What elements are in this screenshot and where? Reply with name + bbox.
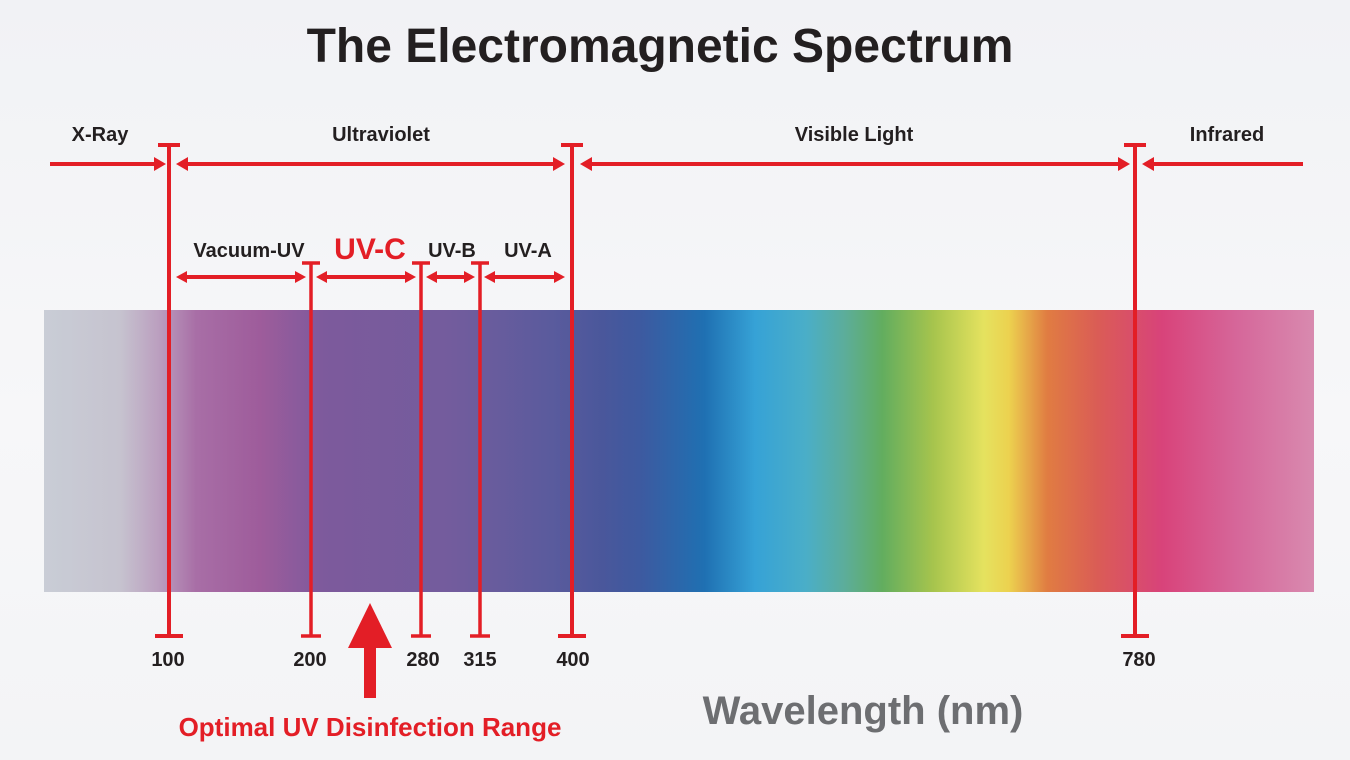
- uv-arrowhead-left: [176, 157, 188, 171]
- uva-arrowhead-left: [484, 271, 495, 283]
- tick-label: 400: [556, 649, 589, 671]
- band-label-visible-light: Visible Light: [795, 124, 914, 146]
- uv-arrowhead-right: [553, 157, 565, 171]
- tick-label: 200: [293, 649, 326, 671]
- uvc-arrowhead-right: [405, 271, 416, 283]
- infrared-arrowhead: [1142, 157, 1154, 171]
- band-arrows: [50, 157, 1303, 171]
- band-label-infrared: Infrared: [1190, 124, 1264, 146]
- uvc-arrowhead-left: [316, 271, 327, 283]
- tick-label: 315: [463, 649, 496, 671]
- boundary-markers: [155, 143, 1149, 638]
- uv-label-vacuum-uv: Vacuum-UV: [193, 240, 305, 262]
- axis-label-wavelength: Wavelength (nm): [703, 689, 1024, 733]
- visible-arrowhead-right: [1118, 157, 1130, 171]
- vacuum-uv-arrowhead-left: [176, 271, 187, 283]
- tick-label: 280: [406, 649, 439, 671]
- tick-label: 780: [1122, 649, 1155, 671]
- visible-arrowhead-left: [580, 157, 592, 171]
- up-arrowhead: [348, 603, 392, 648]
- uvb-arrowhead-left: [426, 271, 437, 283]
- uva-arrowhead-right: [554, 271, 565, 283]
- uvb-arrowhead-right: [464, 271, 475, 283]
- tick-label: 100: [151, 649, 184, 671]
- optimal-range-arrow: [348, 603, 392, 698]
- vacuum-uv-arrowhead-right: [295, 271, 306, 283]
- uv-label-uva: UV-A: [504, 240, 552, 262]
- xray-arrowhead: [154, 157, 166, 171]
- uv-label-uvb: UV-B: [428, 240, 476, 262]
- page-title: The Electromagnetic Spectrum: [307, 20, 1014, 73]
- uv-subband-arrows: [176, 271, 565, 283]
- up-arrow-shaft: [364, 646, 376, 698]
- uv-label-uvc: UV-C: [334, 233, 406, 266]
- optimal-range-callout: Optimal UV Disinfection Range: [179, 712, 562, 742]
- band-label-ultraviolet: Ultraviolet: [332, 124, 430, 146]
- spectrum-bar: [44, 310, 1314, 592]
- band-label-xray: X-Ray: [72, 124, 130, 146]
